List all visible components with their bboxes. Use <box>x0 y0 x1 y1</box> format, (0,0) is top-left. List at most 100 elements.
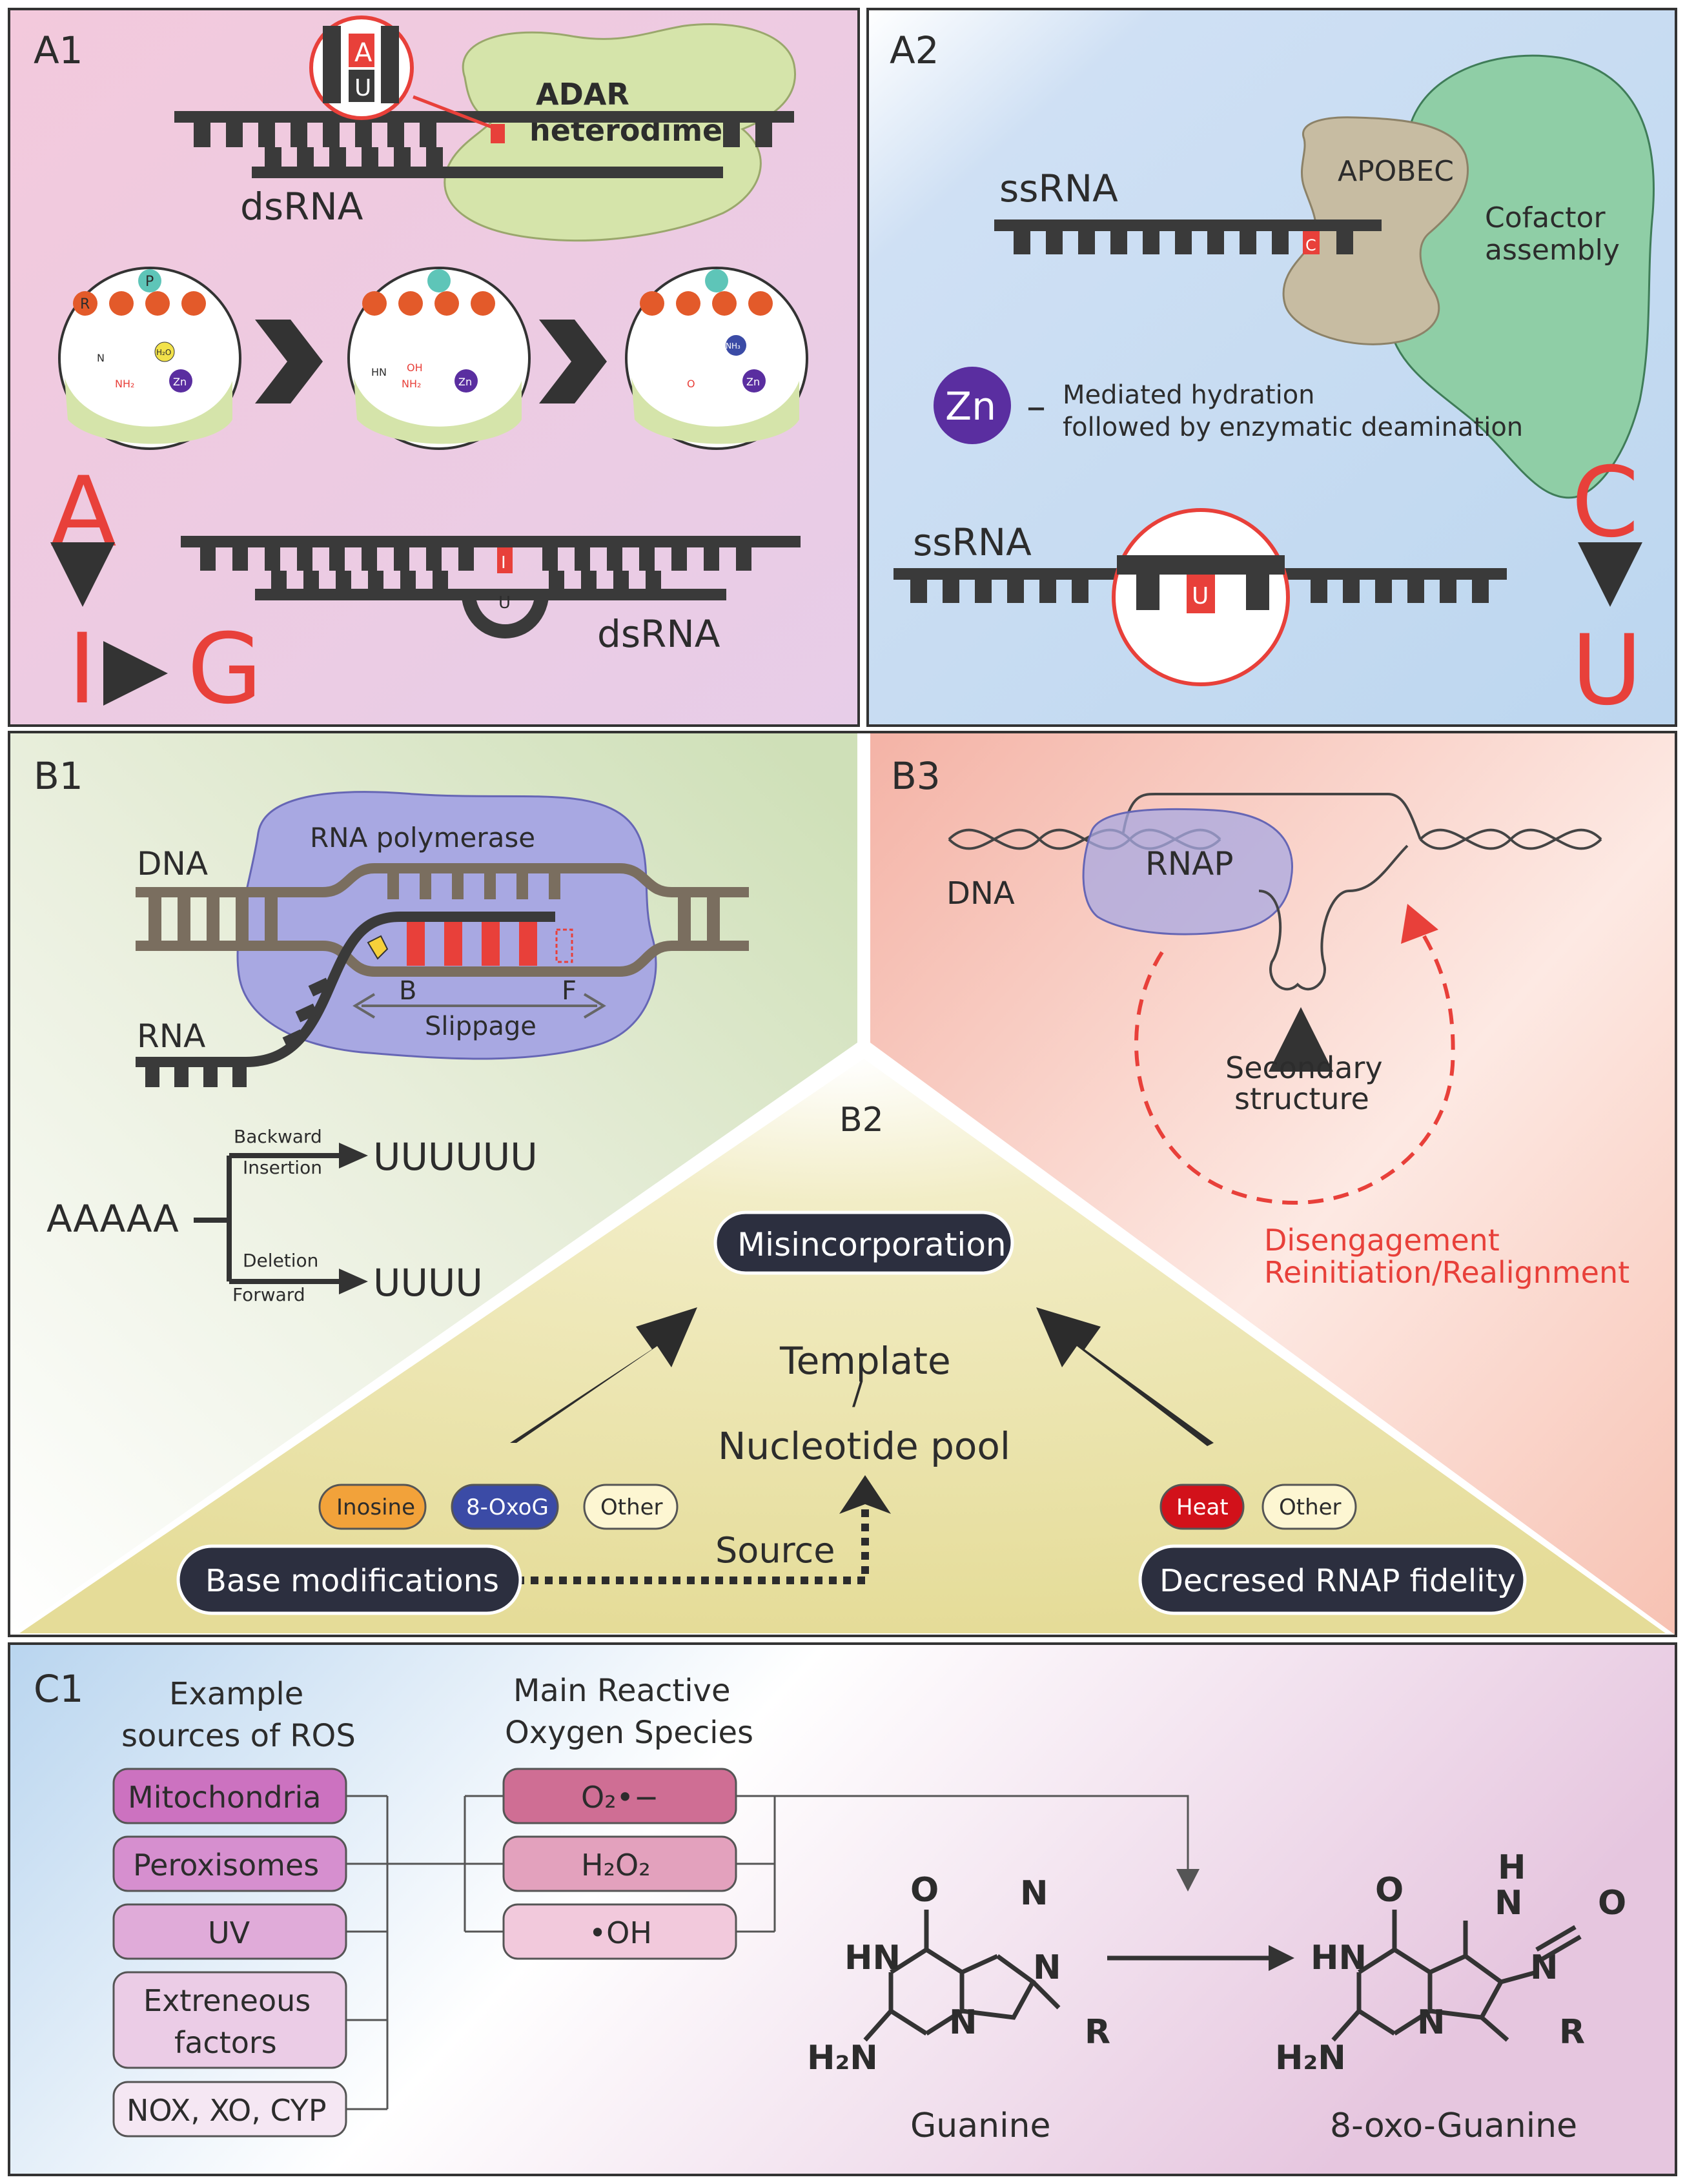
ribose-icon <box>748 291 773 316</box>
zoom-base-left <box>323 26 341 103</box>
ribose-icon <box>109 291 134 316</box>
ribose-icon <box>73 291 97 316</box>
slippage-arrow-right <box>583 993 606 1019</box>
insertion-sequence: UUUUUU <box>373 1135 538 1179</box>
zn-dash: – <box>1026 384 1046 429</box>
reaction-arrowhead <box>1269 1945 1294 1971</box>
zoom-base-u <box>349 70 374 102</box>
forward-label: Forward <box>232 1284 305 1305</box>
zinc-ion-icon <box>454 369 478 393</box>
ssrna-label-2: ssRNA <box>913 520 1032 564</box>
cofactor-label-1: Cofactor <box>1485 201 1606 234</box>
panel-b1: B1 RNA polymerase DNA RNA B F Sl <box>34 754 749 1305</box>
cofactor-label-2: assembly <box>1485 234 1620 267</box>
target-base-c <box>1303 231 1320 254</box>
tag-inosine-label: Inosine <box>336 1495 415 1520</box>
tag-other-left <box>583 1484 679 1530</box>
dsrna-backbone-top <box>174 111 794 123</box>
nascent-rna-hairpin <box>1258 844 1409 990</box>
tag-other-right <box>1261 1484 1357 1530</box>
svg-text:O: O <box>687 378 695 390</box>
rna-transcript-teeth <box>145 977 331 1087</box>
dna-helix-right-2 <box>1419 828 1602 850</box>
secondary-structure-line-1: Secondary <box>1225 1050 1383 1085</box>
edited-base-inosine <box>497 547 513 573</box>
svg-text:H: H <box>1498 1848 1526 1887</box>
dsrna-backbone-bottom <box>252 167 723 178</box>
mechanism-step-1: P R N NH₂ H₂O Zn <box>58 267 241 450</box>
guanine-structure <box>863 1910 1061 2042</box>
source-nox-label: NOX, XO, CYP <box>127 2093 327 2128</box>
svg-text:R: R <box>1085 2013 1110 2052</box>
misincorporation-label: Misincorporation <box>737 1226 1006 1263</box>
zoom-base-a <box>349 34 374 67</box>
phosphate-icon <box>138 269 161 292</box>
rna-label: RNA <box>137 1017 205 1055</box>
tag-8-oxog-label: 8-OxoG <box>466 1495 549 1520</box>
ssrna-backbone-1 <box>994 219 1382 231</box>
rna-dna-hybrid-bases <box>519 919 537 966</box>
svg-text:N: N <box>1033 1948 1061 1987</box>
svg-text:C: C <box>1305 236 1316 254</box>
hydration-line-1: Mediated hydration <box>1063 380 1315 410</box>
ribose-icon <box>471 291 495 316</box>
oxo-bond <box>1535 1924 1582 1962</box>
svg-text:R: R <box>80 296 90 312</box>
ribose-icon <box>712 291 737 316</box>
zoom-tooth <box>1246 575 1269 610</box>
panel-b2: B2 Misincorporation Template / Nucleotid… <box>176 1101 1527 1615</box>
nucleotide-pool-label: Nucleotide pool <box>718 1424 1010 1468</box>
realignment-label: Reinitiation/Realignment <box>1264 1255 1629 1290</box>
dsrna-teeth-top <box>194 123 772 147</box>
decreased-fidelity-label: Decresed RNAP fidelity <box>1159 1563 1516 1599</box>
hydration-line-2: followed by enzymatic deamination <box>1063 413 1523 442</box>
dsrna-teeth-bottom <box>265 147 443 167</box>
ros-hydrogen-peroxide-label: H₂O₂ <box>581 1848 651 1883</box>
base-i: I <box>68 613 96 726</box>
svg-text:P: P <box>145 274 154 290</box>
ribose-icon <box>145 291 170 316</box>
ros-connector <box>736 1795 1189 1933</box>
ros-title-1: Main Reactive <box>513 1673 730 1709</box>
apobec-label: APOBEC <box>1338 155 1454 188</box>
ros-sources-title-1: Example <box>169 1676 303 1712</box>
svg-text:N: N <box>1495 1884 1523 1923</box>
rnap-label: RNAP <box>1145 845 1234 883</box>
svg-text:O: O <box>910 1871 939 1910</box>
svg-text:NH₃: NH₃ <box>726 342 740 351</box>
base-a: A <box>50 456 117 569</box>
zoom-base-right <box>381 26 399 103</box>
tag-other-right-label: Other <box>1279 1495 1342 1520</box>
sources-connector <box>346 1795 504 2110</box>
chevron-right-icon <box>539 320 607 403</box>
forward-f: F <box>562 976 577 1006</box>
panel-label-b3: B3 <box>891 754 941 798</box>
deletion-arrowhead <box>339 1269 368 1294</box>
source-uv-label: UV <box>208 1915 250 1950</box>
template-label: Template <box>779 1339 951 1383</box>
ribose-icon <box>640 291 664 316</box>
svg-text:HN: HN <box>844 1939 901 1977</box>
slippage-label: Slippage <box>425 1012 536 1041</box>
rna-dna-hybrid-bases <box>482 919 500 966</box>
edited-dsrna-teeth-bottom <box>271 571 661 589</box>
svg-text:HN: HN <box>1311 1939 1367 1977</box>
adar-label: ADAR <box>536 77 629 112</box>
svg-text:H₂N: H₂N <box>1275 2039 1346 2077</box>
right-big-arrow <box>1036 1307 1214 1446</box>
edited-dsrna-bottom <box>255 589 726 600</box>
panel-b3: B3 RNAP DNA Secondary structure Disengag… <box>891 754 1629 1290</box>
svg-text:HN: HN <box>371 366 387 378</box>
misincorporation-pill <box>713 1210 1014 1275</box>
zoom-label-a: A <box>354 38 373 68</box>
svg-text:O: O <box>1598 1884 1626 1923</box>
zinc-ion-icon <box>169 369 192 393</box>
ros-sources-title-2: sources of ROS <box>121 1718 356 1754</box>
panel-b3-bg <box>870 733 1675 1635</box>
base-c: C <box>1571 447 1639 559</box>
ssrna-label-1: ssRNA <box>999 167 1118 210</box>
oxidation-arrowhead <box>1176 1869 1200 1892</box>
mechanism-step-3: NH₃ O Zn <box>625 267 808 450</box>
ssrna-teeth-2 <box>910 580 1489 603</box>
